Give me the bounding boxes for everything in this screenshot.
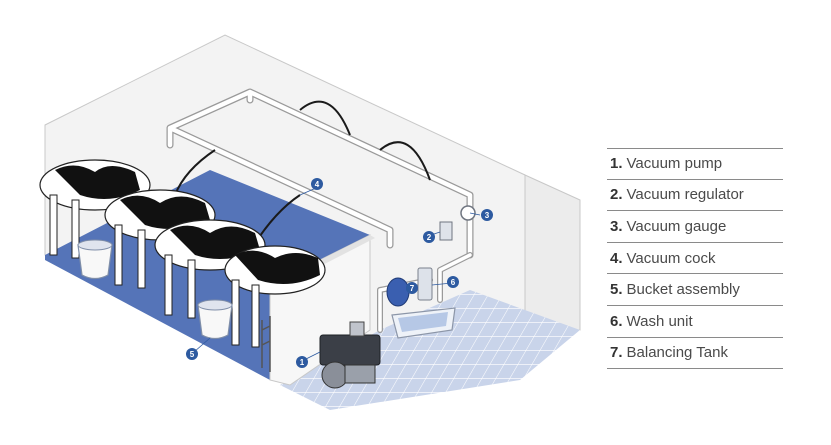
callout-4: 4 xyxy=(311,178,323,190)
component-legend: 1.Vacuum pump 2.Vacuum regulator 3.Vacuu… xyxy=(607,148,783,370)
milking-system-illustration: 1 2 3 4 5 6 7 xyxy=(39,34,581,410)
callout-5: 5 xyxy=(186,348,198,360)
wash-unit xyxy=(391,267,456,339)
legend-label: Vacuum cock xyxy=(626,249,716,267)
vacuum-regulator xyxy=(439,221,453,241)
vacuum-pipeline xyxy=(166,88,474,333)
legend-label: Balancing Tank xyxy=(626,344,728,362)
svg-text:1: 1 xyxy=(300,358,305,367)
legend-item-vacuum-pump: 1.Vacuum pump xyxy=(607,148,783,180)
svg-text:4: 4 xyxy=(315,180,320,189)
legend-label: Wash unit xyxy=(626,312,693,330)
stall-bars xyxy=(261,316,271,372)
svg-text:2: 2 xyxy=(427,233,432,242)
legend-item-bucket-assembly: 5.Bucket assembly xyxy=(607,274,783,306)
svg-text:7: 7 xyxy=(410,284,415,293)
vacuum-pump xyxy=(319,321,381,389)
legend-number: 3. xyxy=(610,217,623,235)
legend-item-vacuum-cock: 4.Vacuum cock xyxy=(607,243,783,275)
legend-item-wash-unit: 6.Wash unit xyxy=(607,306,783,338)
callout-7: 7 xyxy=(406,282,418,294)
legend-item-balancing-tank: 7.Balancing Tank xyxy=(607,338,783,370)
legend-number: 5. xyxy=(610,281,623,299)
callout-3: 3 xyxy=(481,209,493,221)
legend-item-vacuum-regulator: 2.Vacuum regulator xyxy=(607,180,783,212)
svg-text:6: 6 xyxy=(451,278,456,287)
callout-6: 6 xyxy=(447,276,459,288)
balancing-tank xyxy=(386,277,410,307)
milking-bucket-1 xyxy=(77,239,113,280)
legend-number: 7. xyxy=(610,344,623,362)
legend-number: 4. xyxy=(610,249,623,267)
legend-number: 2. xyxy=(610,186,623,204)
cow-4 xyxy=(224,245,326,348)
svg-text:3: 3 xyxy=(485,211,490,220)
right-wall xyxy=(524,174,581,331)
legend-number: 1. xyxy=(610,155,623,173)
vacuum-gauge xyxy=(460,205,476,221)
legend-label: Vacuum gauge xyxy=(626,217,727,235)
legend-item-vacuum-gauge: 3.Vacuum gauge xyxy=(607,211,783,243)
legend-label: Vacuum pump xyxy=(626,155,723,173)
callout-1: 1 xyxy=(296,356,308,368)
legend-label: Bucket assembly xyxy=(626,281,740,299)
legend-number: 6. xyxy=(610,312,623,330)
svg-text:5: 5 xyxy=(190,350,195,359)
legend-label: Vacuum regulator xyxy=(626,186,744,204)
callout-2: 2 xyxy=(423,231,435,243)
milking-bucket-2 xyxy=(197,299,233,340)
